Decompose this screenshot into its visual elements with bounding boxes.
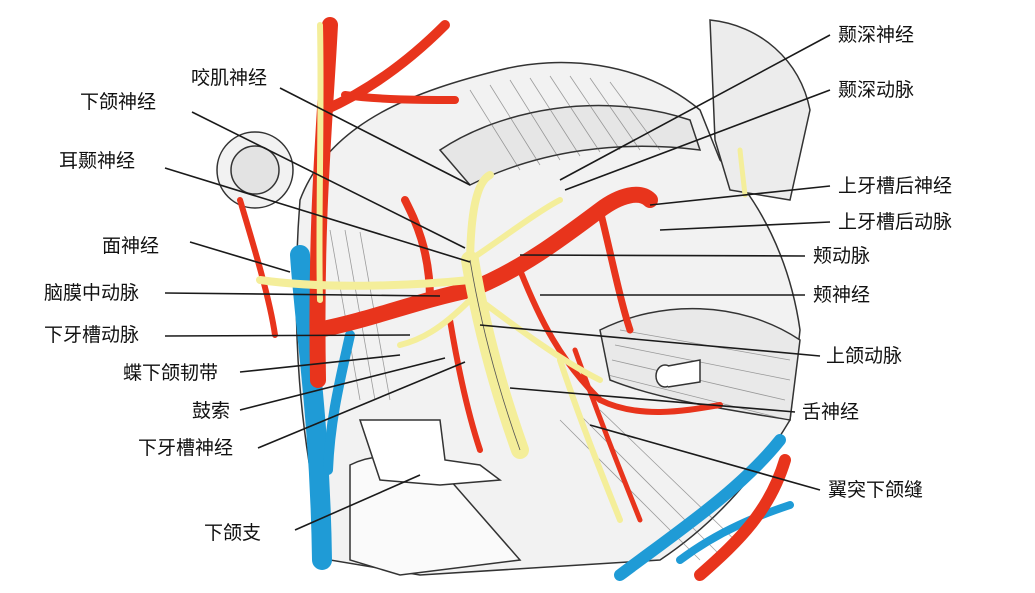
label-inferior-alveolar-nerve: 下牙槽神经 <box>138 437 234 459</box>
tube <box>655 359 701 388</box>
label-inferior-alveolar-artery: 下牙槽动脉 <box>44 324 140 346</box>
label-buccal-artery: 颊动脉 <box>813 245 871 267</box>
label-masseteric-nerve: 咬肌神经 <box>191 67 268 89</box>
label-sphenomandibular-ligament: 蝶下颌韧带 <box>123 362 219 384</box>
label-auriculotemporal-nerve: 耳颞神经 <box>59 150 136 172</box>
arteries <box>237 17 791 581</box>
muscle-tissue <box>295 19 811 576</box>
label-deep-temporal-nerve: 颞深神经 <box>838 24 915 46</box>
leader-lines <box>164 34 831 531</box>
label-chorda-tympani: 鼓索 <box>192 400 231 422</box>
label-mandibular-ramus: 下颌支 <box>204 522 262 544</box>
label-lingual-nerve: 舌神经 <box>802 401 860 423</box>
label-maxillary-artery: 上颌动脉 <box>826 345 903 367</box>
condyle <box>216 131 294 209</box>
label-buccal-nerve: 颊神经 <box>813 284 871 306</box>
label-mandibular-nerve: 下颌神经 <box>80 91 157 113</box>
label-pterygomandibular-raphe: 翼突下颌缝 <box>828 479 924 501</box>
label-middle-meningeal-artery: 脑膜中动脉 <box>44 282 140 304</box>
nerve-outline <box>469 259 521 451</box>
label-posterior-superior-alveolar-nerve: 上牙槽后神经 <box>838 175 953 197</box>
label-facial-nerve: 面神经 <box>102 235 160 257</box>
label-deep-temporal-artery: 颞深动脉 <box>838 79 915 101</box>
label-posterior-superior-alveolar-artery: 上牙槽后动脉 <box>838 211 953 233</box>
